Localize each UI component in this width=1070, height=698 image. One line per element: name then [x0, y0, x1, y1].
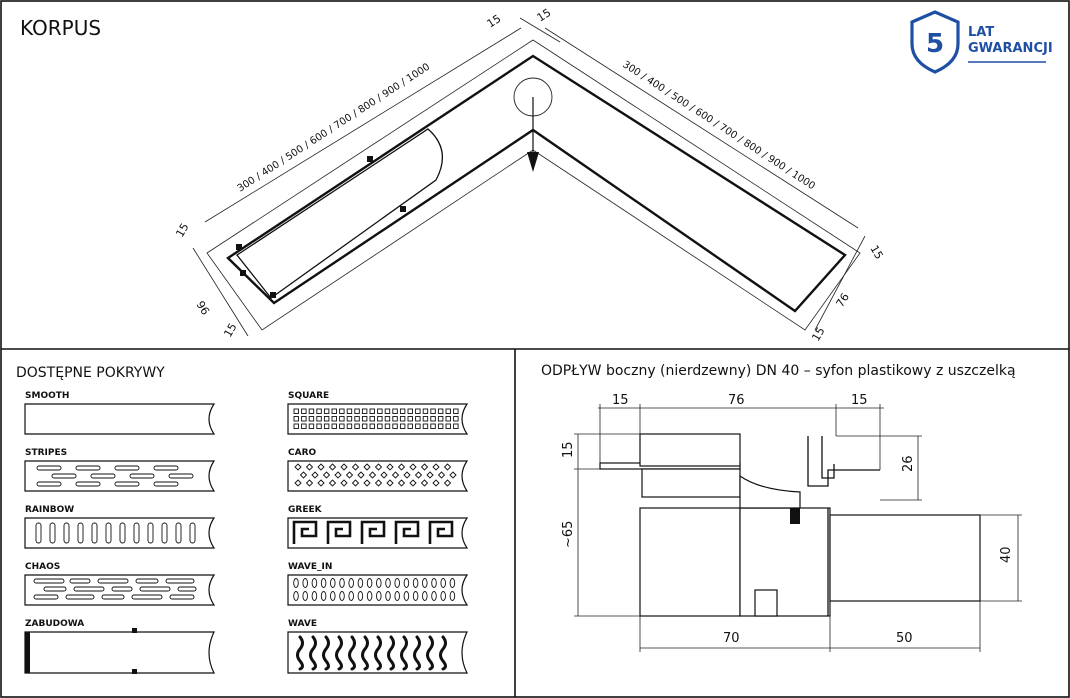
korpus-outer-outline: [206, 39, 861, 331]
dim-korpus-76: 76: [834, 291, 852, 310]
cover-label-stripes: STRIPES: [25, 448, 67, 458]
cover-label-smooth: SMOOTH: [25, 391, 69, 401]
dim-korpus-15-top-right: 15: [535, 6, 554, 25]
dim-drain-50: 50: [896, 631, 913, 646]
dim-drain-70: 70: [723, 631, 740, 646]
warranty-badge: 5 LAT GWARANCJI: [910, 10, 1053, 74]
rainbow-pattern: [35, 522, 196, 544]
dim-drain-15-b: 15: [851, 393, 868, 408]
flow-arrow-icon: [527, 152, 539, 172]
dim-drain-76: 76: [728, 393, 745, 408]
korpus-cutaway: [236, 128, 444, 299]
drain-wall-flashing: [807, 436, 880, 487]
wave-pattern: [296, 635, 447, 671]
dim-korpus-lengths-right: 300 / 400 / 500 / 600 / 700 / 800 / 900 …: [620, 59, 817, 192]
dim-korpus-15-top: 15: [485, 12, 504, 31]
chaos-pattern: [33, 578, 197, 600]
warranty-number: 5: [926, 29, 944, 59]
dim-korpus-15-right: 15: [867, 243, 885, 262]
cover-zabudowa: [24, 631, 215, 674]
cover-smooth: [24, 403, 216, 435]
dim-korpus-15-right-bottom: 15: [809, 325, 827, 344]
warranty-line2: GWARANCJI: [968, 41, 1053, 56]
dim-drain-40: 40: [999, 546, 1014, 563]
dim-drain-15-a: 15: [612, 393, 629, 408]
cover-label-caro: CARO: [288, 448, 317, 458]
outlet-pipe: [829, 514, 981, 602]
caro-pattern: [294, 463, 457, 487]
dim-korpus-96: 96: [193, 299, 211, 318]
wave-in-pattern: [293, 578, 456, 601]
cover-label-wave-in: WAVE_IN: [288, 562, 332, 572]
korpus-inner-channel: [226, 54, 847, 313]
dim-korpus-15-left-bottom: 15: [221, 321, 239, 340]
korpus-title: KORPUS: [20, 16, 101, 40]
cover-label-zabudowa: ZABUDOWA: [25, 619, 84, 629]
cover-label-wave: WAVE: [288, 619, 317, 629]
dim-drain-65: ~65: [561, 521, 576, 548]
cover-label-greek: GREEK: [288, 505, 323, 515]
shield-icon: [910, 10, 960, 74]
cover-greek: [287, 517, 469, 549]
drain-drawing: [574, 404, 1022, 652]
greek-pattern: [292, 520, 454, 544]
drain-body-upper: [639, 433, 741, 467]
covers-left-column: SMOOTH STRIPES RAINBOW CHAOS ZABUDOWA: [24, 391, 216, 674]
dim-korpus-lengths-left: 300 / 400 / 500 / 600 / 700 / 800 / 900 …: [236, 62, 433, 195]
covers-title: DOSTĘPNE POKRYWY: [16, 365, 165, 381]
dim-drain-15-side: 15: [561, 441, 576, 458]
drain-title: ODPŁYW boczny (nierdzewny) DN 40 – syfon…: [541, 363, 1016, 379]
korpus-drawing: [192, 17, 866, 337]
covers-right-column: SQUARE CARO GREEK WAVE_IN WAVE: [287, 391, 469, 674]
dim-drain-26: 26: [901, 455, 916, 472]
siphon-body: [639, 507, 741, 617]
cover-label-chaos: CHAOS: [25, 562, 60, 572]
stripes-pattern: [36, 465, 194, 487]
square-pattern: [293, 408, 459, 429]
cover-label-square: SQUARE: [288, 391, 329, 401]
dim-korpus-15-left: 15: [173, 221, 191, 240]
warranty-line1: LAT: [968, 25, 994, 40]
cover-label-rainbow: RAINBOW: [25, 505, 74, 515]
